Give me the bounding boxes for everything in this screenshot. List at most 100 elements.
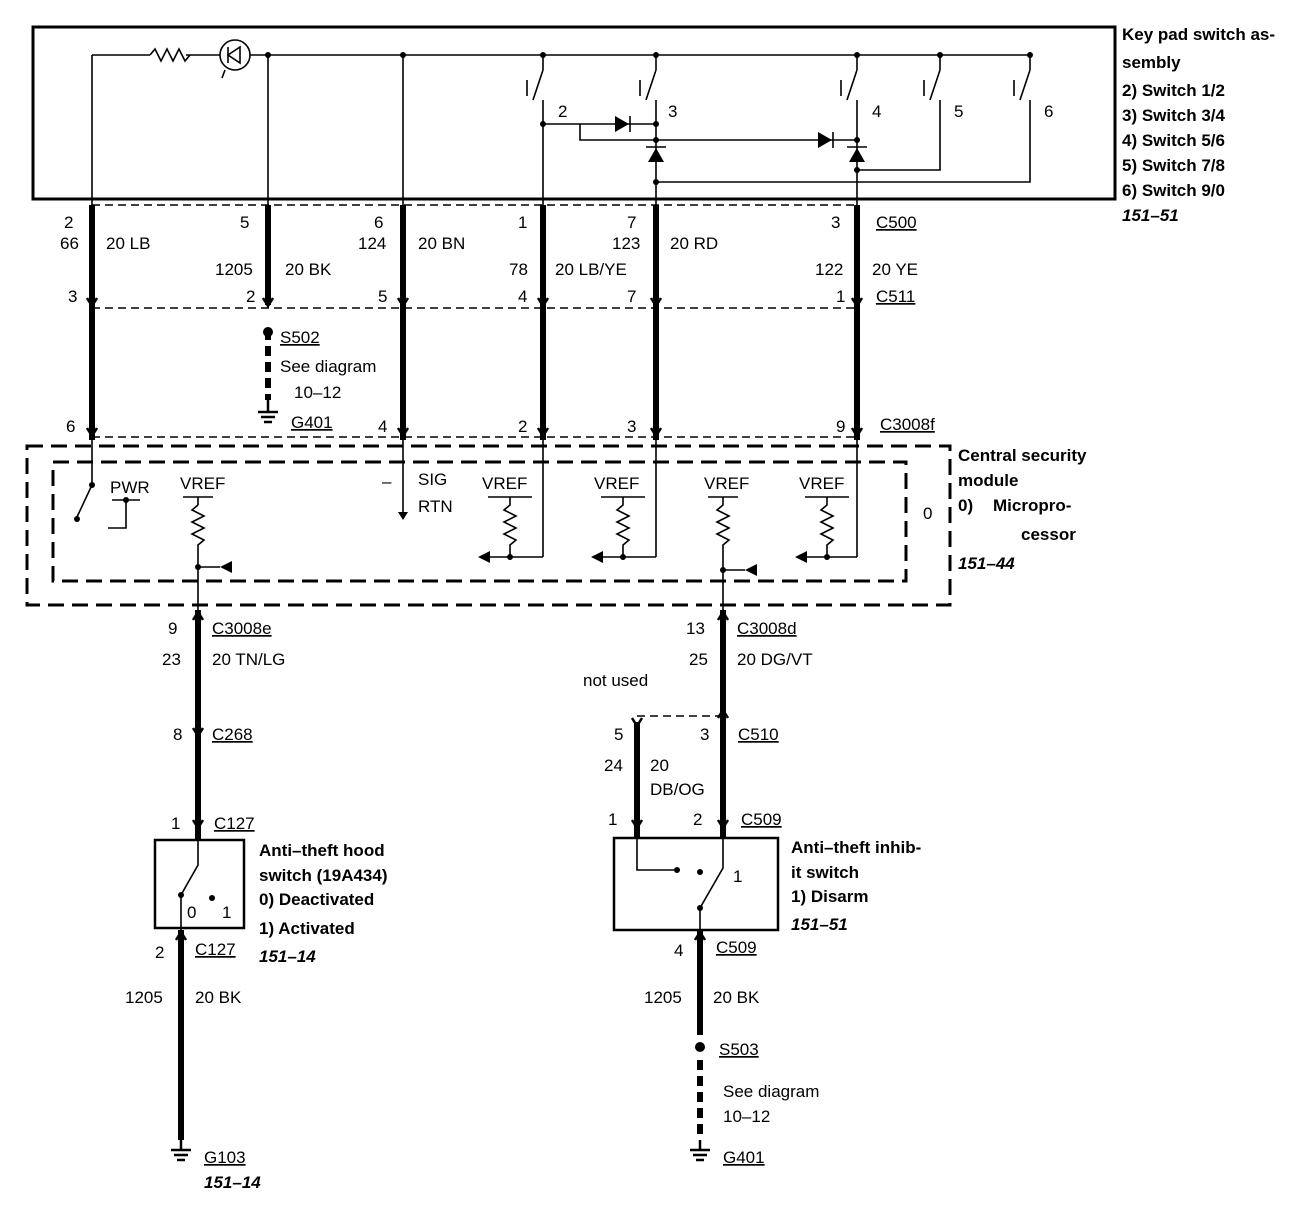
g401-bottom-label: G401	[723, 1148, 765, 1167]
switch-number-2: 2	[558, 102, 567, 121]
minus-label: –	[382, 472, 392, 491]
inhibit-title-1: Anti–theft inhib-	[791, 838, 921, 857]
left-circuit: 23	[162, 650, 181, 669]
left-color-bottom: 20 BK	[195, 988, 242, 1007]
connector-chevrons	[85, 297, 864, 941]
hood-switch-box	[153, 838, 246, 930]
keypad-title-1: Key pad switch as-	[1122, 25, 1275, 44]
splice-s503-dot	[695, 1042, 705, 1052]
vref-label-5: VREF	[799, 474, 844, 493]
w1-pin-mid: 3	[68, 287, 77, 306]
vref-label-2: VREF	[482, 474, 527, 493]
csm-state-label: 0	[923, 504, 932, 523]
loop-circuit: 24	[604, 756, 623, 775]
g103-label: G103	[204, 1148, 246, 1167]
vref-label-3: VREF	[594, 474, 639, 493]
w5-circuit: 123	[612, 234, 640, 253]
w4-pin-bottom: 2	[518, 417, 527, 436]
led-icon	[219, 39, 251, 71]
c127-top-label: C127	[214, 814, 255, 833]
switch-number-3: 3	[668, 102, 677, 121]
c127-bottom-label: C127	[195, 940, 236, 959]
c509-pin-right: 2	[693, 810, 702, 829]
hood-ref: 151–14	[259, 947, 316, 966]
hood-opt0: 0) Deactivated	[259, 890, 374, 909]
w5-color: 20 RD	[670, 234, 718, 253]
c509-pin-left: 1	[608, 810, 617, 829]
c268-label: C268	[212, 725, 253, 744]
c500-label: C500	[876, 213, 917, 232]
w6-circuit: 122	[815, 260, 843, 279]
hood-pos0: 0	[187, 903, 196, 922]
left-color: 20 TN/LG	[212, 650, 285, 669]
right-color-bottom: 20 BK	[713, 988, 760, 1007]
c509-top-label: C509	[741, 810, 782, 829]
splice-s502-dot	[263, 327, 273, 337]
w5-pin-mid: 7	[627, 287, 636, 306]
w1-pin-bottom: 6	[66, 417, 75, 436]
w3-circuit: 124	[358, 234, 386, 253]
w2-pin-mid: 2	[246, 287, 255, 306]
hood-opt1: 1) Activated	[259, 919, 355, 938]
w3-pin-top: 6	[374, 213, 383, 232]
switch-number-5: 5	[954, 102, 963, 121]
w4-pin-mid: 4	[518, 287, 527, 306]
csm-internals	[74, 440, 858, 610]
right-color: 20 DG/VT	[737, 650, 813, 669]
c511-label: C511	[876, 287, 915, 306]
csm-item-num: 0)	[958, 496, 973, 515]
keypad-item-6: 6) Switch 9/0	[1122, 181, 1225, 200]
right-pin-c3008d: 13	[686, 619, 705, 638]
keypad-ref: 151–51	[1122, 206, 1179, 225]
inhibit-title-2: it switch	[791, 863, 859, 882]
s503-see-1: See diagram	[723, 1082, 819, 1101]
vref-label-4: VREF	[704, 474, 749, 493]
w3-pin-mid: 5	[378, 287, 387, 306]
s502-see-1: See diagram	[280, 357, 376, 376]
rtn-label: RTN	[418, 497, 453, 516]
keypad-title-2: sembly	[1122, 53, 1181, 72]
w2-circuit: 1205	[215, 260, 253, 279]
csm-title-2: module	[958, 471, 1018, 490]
s502-see-2: 10–12	[294, 383, 341, 402]
csm-outer-box	[25, 444, 952, 607]
w4-circuit: 78	[509, 260, 528, 279]
w2-pin-top: 5	[240, 213, 249, 232]
hood-switch-contacts	[178, 840, 215, 930]
w4-color: 20 LB/YE	[555, 260, 627, 279]
resistor-symbol	[149, 47, 191, 63]
right-circuit: 25	[689, 650, 708, 669]
hood-pos1: 1	[222, 903, 231, 922]
g103-ref: 151–14	[204, 1173, 261, 1192]
c510-label: C510	[738, 725, 779, 744]
w6-pin-bottom: 9	[836, 417, 845, 436]
s503-label: S503	[719, 1040, 759, 1059]
c3008e-label: C3008e	[212, 619, 272, 638]
w1-color: 20 LB	[106, 234, 150, 253]
hood-title-1: Anti–theft hood	[259, 841, 385, 860]
not-used-label: not used	[583, 671, 648, 690]
w5-pin-bottom: 3	[627, 417, 636, 436]
c3008f-label: C3008f	[880, 415, 935, 434]
right-circuit-bottom: 1205	[644, 988, 682, 1007]
w1-pin-top: 2	[64, 213, 73, 232]
loop-color-1: 20	[650, 756, 669, 775]
main-harness-wires	[89, 205, 860, 440]
left-branch-wires	[171, 610, 201, 1162]
pwr-label: PWR	[110, 478, 150, 497]
c510-pin-right: 3	[700, 725, 709, 744]
w6-pin-mid: 1	[836, 287, 845, 306]
c3008d-label: C3008d	[737, 619, 797, 638]
w3-color: 20 BN	[418, 234, 465, 253]
left-pin-c127-bottom: 2	[155, 943, 164, 962]
led-diode-icon	[226, 45, 241, 65]
keypad-item-3: 3) Switch 3/4	[1122, 106, 1226, 125]
c500-c511-connector-box	[91, 204, 858, 309]
s503-see-2: 10–12	[723, 1107, 770, 1126]
keypad-box	[31, 25, 1117, 201]
keypad-item-5: 5) Switch 7/8	[1122, 156, 1225, 175]
w4-pin-top: 1	[518, 213, 527, 232]
vref-label-1: VREF	[180, 474, 225, 493]
csm-item-1: Micropro-	[993, 496, 1071, 515]
w3-pin-bottom: 4	[378, 417, 387, 436]
